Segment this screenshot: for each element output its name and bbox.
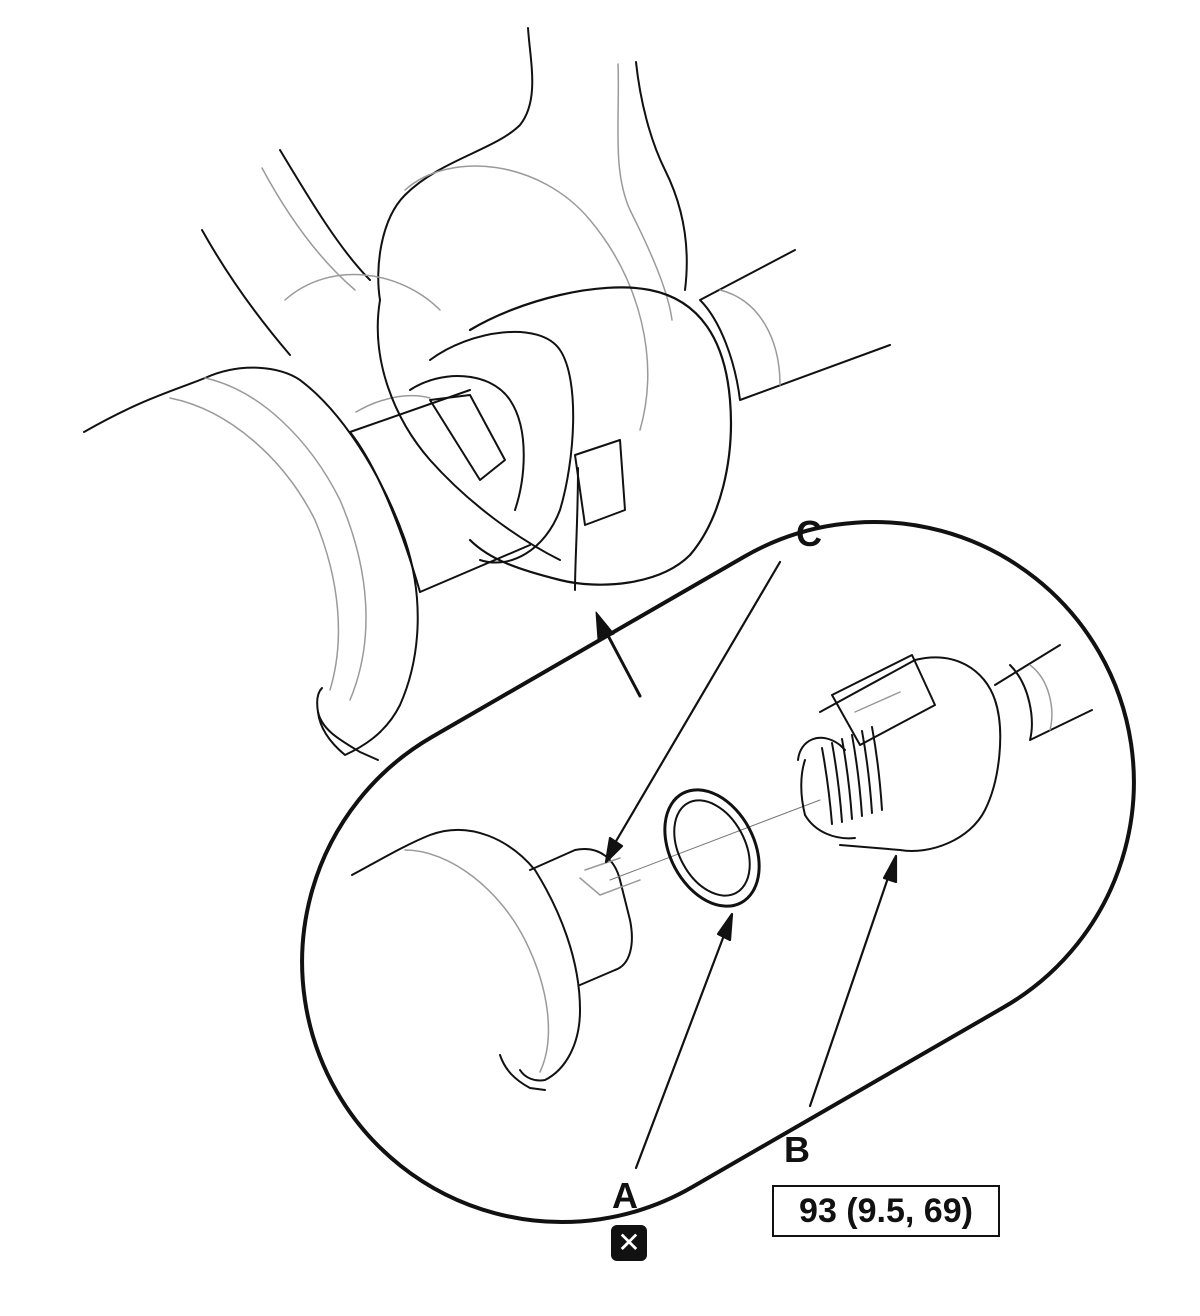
rod-bearing-cap [468, 286, 733, 586]
left-counterweight [83, 366, 419, 756]
crankshaft-assembly [83, 27, 891, 761]
sealing-washer [663, 788, 761, 908]
plug-bolt [797, 644, 1093, 852]
callout-b-label: B [784, 1129, 810, 1170]
connecting-rod [377, 27, 534, 301]
direction-arrow [595, 611, 642, 698]
callout-a-label: A [612, 1175, 638, 1216]
torque-spec-box: 93 (9.5, 69) [772, 1185, 1000, 1237]
detail-crank-web [351, 799, 821, 1091]
detail-capsule [300, 520, 1136, 1224]
replace-part-icon: ✕ [611, 1225, 647, 1261]
callout-c-label: C [796, 513, 822, 554]
leader-lines [604, 560, 898, 1170]
